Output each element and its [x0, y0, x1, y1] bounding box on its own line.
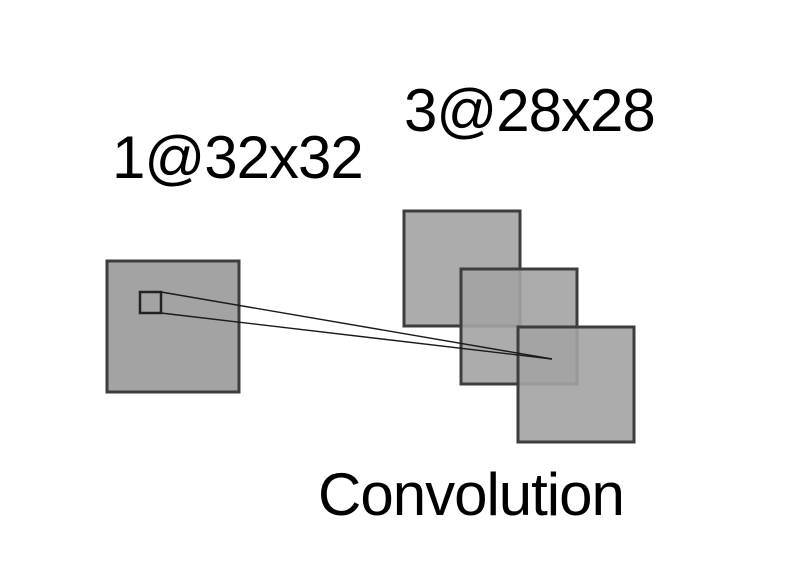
input-layer-label: 1@32x32 [112, 124, 364, 191]
output-feature-map-3 [516, 325, 636, 444]
receptive-field-box [138, 290, 163, 315]
input-layer [105, 259, 241, 394]
projection-line-bottom [160, 312, 553, 360]
projection-line-top [160, 291, 553, 360]
output-layer [402, 209, 636, 444]
operation-label: Convolution [318, 461, 625, 528]
output-layer-label: 3@28x28 [404, 77, 656, 144]
projection-lines [160, 291, 553, 360]
input-feature-map [105, 259, 241, 394]
